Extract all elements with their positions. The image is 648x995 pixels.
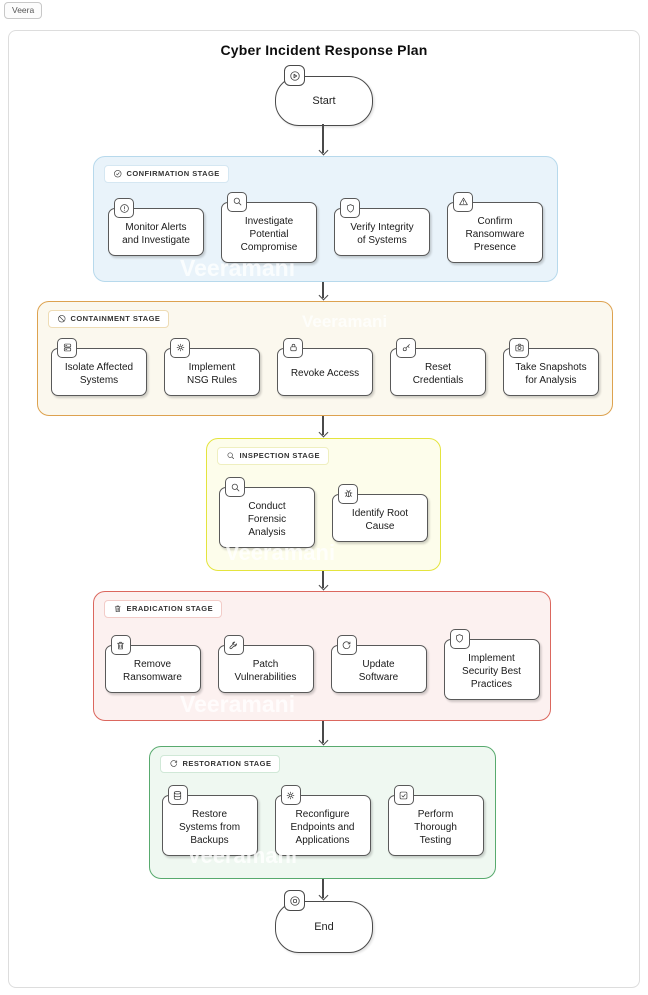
stage-label: INSPECTION STAGE [239,451,320,461]
search-icon [225,477,245,497]
flow-arrow [316,721,330,746]
trash-icon [110,635,131,655]
flow-arrow [316,282,330,301]
task-card[interactable]: Monitor Alerts and Investigate [108,198,204,256]
task-label: Reset Credentials [412,361,464,386]
task-label: Perform Thorough Testing [414,809,457,846]
veera-tab[interactable]: Veera [4,2,43,19]
task-card[interactable]: Identify Root Cause [332,483,428,542]
stop-icon [284,890,305,911]
task-label: Identify Root Cause [351,507,409,532]
stage-eradication[interactable]: ERADICATION STAGE Remove Ransomware Patch… [93,591,551,721]
check-square-icon [393,785,414,805]
stage-label-chip: ERADICATION STAGE [104,600,223,618]
stage-inspection[interactable]: INSPECTION STAGE Conduct Forensic Analys… [206,438,441,571]
flow-arrow [316,416,330,438]
alert-triangle-icon [453,191,473,212]
task-label: Isolate Affected Systems [64,361,134,386]
stage-label: CONTAINMENT STAGE [70,314,161,324]
task-label: Confirm Ransomware Presence [465,215,525,253]
page-title: Cyber Incident Response Plan [220,42,428,58]
watermark: Veeramani [302,312,388,331]
task-card[interactable]: Investigate Potential Compromise [221,191,317,263]
task-card[interactable]: Restore Systems from Backups [161,785,258,856]
task-label: Implement Security Best Practices [462,652,521,690]
stage-label: ERADICATION STAGE [126,604,214,614]
play-icon [284,65,305,86]
key-icon [396,337,416,358]
stage-confirmation[interactable]: CONFIRMATION STAGE Monitor Alerts and In… [93,156,558,282]
task-label: Revoke Access [290,368,360,379]
task-card[interactable]: Update Software [330,635,427,693]
search-icon [227,191,247,212]
database-icon [167,785,188,805]
flow-arrow [316,571,330,591]
end-node[interactable]: End [275,890,373,953]
task-card[interactable]: Conduct Forensic Analysis [219,477,315,548]
stage-label-chip: RESTORATION STAGE [160,755,281,773]
stage-label: CONFIRMATION STAGE [126,169,220,179]
task-label: Conduct Forensic Analysis [247,501,287,538]
task-label: Take Snapshots for Analysis [515,361,587,386]
refresh-icon [169,759,179,769]
lock-icon [283,337,303,358]
check-circle-icon [113,169,123,179]
wrench-icon [223,635,244,655]
stage-label-chip: CONTAINMENT STAGE [48,310,170,328]
stage-label-chip: CONFIRMATION STAGE [104,165,229,183]
task-card[interactable]: Remove Ransomware [104,635,201,693]
server-icon [57,337,77,358]
task-card[interactable]: Verify Integrity of Systems [334,198,430,256]
task-label: Update Software [358,659,399,683]
task-card[interactable]: Reset Credentials [390,337,486,396]
stage-containment[interactable]: CONTAINMENT STAGE Isolate Affected Syste… [37,301,613,416]
task-label: Patch Vulnerabilities [234,659,297,683]
task-card[interactable]: Implement Security Best Practices [443,628,540,700]
flow-arrow [316,879,330,901]
flow-arrow [316,124,330,156]
task-label: Remove Ransomware [123,659,182,683]
task-label: Restore Systems from Backups [178,809,241,846]
diagram-canvas: Cyber Incident Response Plan Start CONFI… [8,30,640,988]
start-node[interactable]: Start [275,65,373,126]
gear-icon [170,337,190,358]
network-off-icon [57,314,67,324]
task-card[interactable]: Confirm Ransomware Presence [447,191,543,263]
task-card[interactable]: Take Snapshots for Analysis [503,337,599,396]
gear-icon [280,785,301,805]
trash-icon [113,604,123,614]
stage-restoration[interactable]: RESTORATION STAGE Restore Systems from B… [149,746,496,879]
task-label: Reconfigure Endpoints and Applications [290,809,355,846]
end-label: End [314,921,334,933]
search-icon [226,451,236,461]
shield-icon [340,198,360,218]
alert-circle-icon [114,198,134,218]
task-card[interactable]: Revoke Access [277,337,373,396]
shield-icon [449,628,470,649]
task-card[interactable]: Implement NSG Rules [164,337,260,396]
stage-label-chip: INSPECTION STAGE [217,447,329,465]
task-label: Implement NSG Rules [186,361,237,386]
task-label: Investigate Potential Compromise [240,215,298,253]
task-card[interactable]: Patch Vulnerabilities [217,635,314,693]
task-card[interactable]: Reconfigure Endpoints and Applications [274,785,371,856]
camera-icon [509,337,529,358]
task-label: Verify Integrity of Systems [350,222,414,246]
task-label: Monitor Alerts and Investigate [122,222,190,246]
task-card[interactable]: Isolate Affected Systems [51,337,147,396]
bug-icon [338,483,358,504]
refresh-icon [336,635,357,655]
stage-label: RESTORATION STAGE [182,759,272,769]
start-label: Start [312,95,336,107]
task-card[interactable]: Perform Thorough Testing [387,785,484,856]
